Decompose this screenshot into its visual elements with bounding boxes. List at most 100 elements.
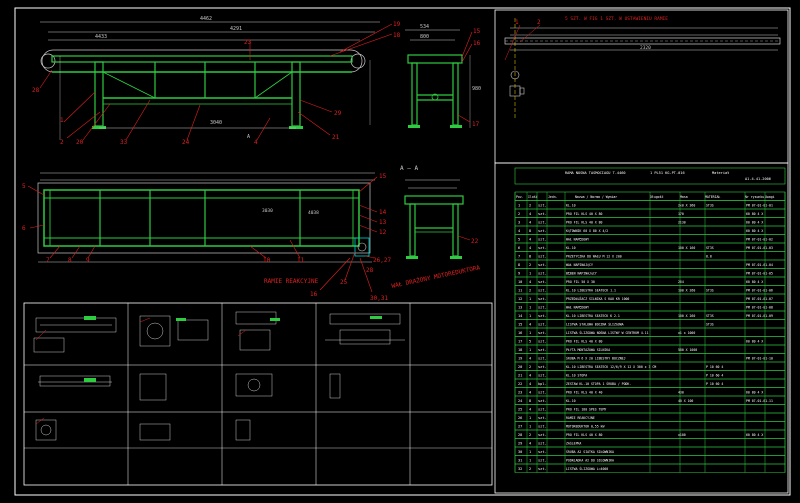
detail-top-title: 5 SZT. W FIG 1 SZT. W USTAWIENIU RAMIE — [565, 16, 668, 22]
parts-cell-length: 100 X 160 — [678, 246, 695, 250]
end-view: 534 800 980 15 16 17 — [405, 24, 481, 128]
parts-cell-pos: 12 — [518, 297, 522, 301]
callout-21: 21 — [332, 134, 340, 141]
parts-cell-qty: 2 — [529, 433, 531, 437]
parts-list-frame — [494, 162, 789, 494]
plan-callout-7: 7 — [46, 257, 50, 264]
parts-cell-length: 100 X 260 — [678, 289, 695, 293]
sheet-frame — [14, 7, 791, 496]
parts-cell-qty: 1 — [529, 459, 531, 463]
parts-cell-drawing: 60 80 4 X — [746, 221, 763, 225]
parts-cell-material: ST3S — [706, 314, 714, 318]
parts-cell-material: 8.8 — [706, 255, 712, 259]
parts-cell-material: P 10 60 4 — [706, 374, 723, 378]
parts-cell-qty: 4 — [529, 408, 531, 412]
detail-callout-2: 2 — [537, 19, 541, 26]
parts-cell-drawing: 60 80 4 X — [746, 280, 763, 284]
parts-cell-material: ST3S — [706, 204, 714, 208]
parts-cell-qty: 1 — [529, 297, 531, 301]
parts-cell-pos: 15 — [518, 323, 522, 327]
parts-cell-pos: 30 — [518, 450, 522, 454]
parts-cell-qty: 4 — [529, 391, 531, 395]
parts-cell-drawing: PM 07-01-01-06 — [746, 289, 773, 293]
parts-cell-pos: 21 — [518, 374, 522, 378]
parts-cell-qty: 2 — [529, 263, 531, 267]
parts-cell-name: PRO FIL KLS 40 X 80 — [566, 340, 603, 344]
plan-callout-8: 8 — [68, 257, 72, 264]
parts-cell-drawing: PM 07-01-01-04 — [746, 263, 773, 267]
parts-cell-pos: 11 — [518, 289, 522, 293]
parts-cell-name: PRO FIL 50 X 30 — [566, 280, 595, 284]
parts-cell-pos: 32 — [518, 467, 522, 471]
plan-callout-5: 5 — [22, 183, 26, 190]
parts-cell-unit: szt. — [538, 272, 547, 276]
parts-colheader-6: MATERIAŁ — [705, 195, 720, 199]
plan-callout-16: 16 — [310, 291, 318, 298]
parts-cell-material: ST3S — [706, 289, 714, 293]
parts-cell-name: ŚRUBA A2 SIATKA SIŁOWNIKA — [566, 449, 614, 454]
parts-cell-unit: szt. — [538, 365, 547, 369]
parts-cell-name: LISTWA STALOWA BOCZNA ŚLIZGOWA — [566, 322, 624, 327]
parts-cell-length: 100 X 260 — [678, 314, 695, 318]
section-aa-label: A – A — [400, 165, 418, 172]
elevation-dim-inner: 4291 — [230, 26, 242, 32]
plan-callout-25: 25 — [340, 279, 348, 286]
parts-cell-pos: 10 — [518, 280, 522, 284]
detail-callout-1: 1 — [515, 19, 519, 26]
parts-cell-drawing: PM 07-01-01-03 — [746, 246, 773, 250]
plan-callout-26-27: 26,27 — [373, 257, 391, 264]
parts-cell-qty: 4 — [529, 280, 531, 284]
parts-cell-pos: 27 — [518, 425, 522, 429]
callout-19: 19 — [393, 21, 401, 28]
parts-cell-qty: 4 — [529, 323, 531, 327]
parts-header-box — [514, 167, 786, 185]
callout-4: 4 — [254, 139, 258, 146]
plan-dim-2: 4038 — [308, 210, 319, 216]
parts-cell-drawing: 60 80 4 X — [746, 212, 763, 216]
parts-colheader-2: Jedn. — [548, 195, 558, 199]
parts-colheader-8: Uwagi — [765, 195, 775, 199]
parts-cell-unit: szt. — [538, 263, 547, 267]
parts-cell-name: KL.10 LIBESTRA SEATECK K 2.1 — [566, 314, 620, 318]
parts-cell-pos: 13 — [518, 306, 522, 310]
parts-cell-unit: szt. — [538, 212, 547, 216]
parts-cell-qty: 4 — [529, 382, 531, 386]
plan-callout-15: 15 — [379, 173, 387, 180]
elevation-dim-left: 4433 — [95, 34, 107, 40]
parts-cell-drawing: PM 07-01-01-05 — [746, 272, 773, 276]
parts-cell-qty: 1 — [529, 348, 531, 352]
end-callout-17: 17 — [472, 121, 480, 128]
callout-2: 2 — [60, 139, 64, 146]
parts-colheader-5: Masa — [680, 195, 688, 199]
parts-cell-name: WAŁ NAPINAJĄCY — [566, 263, 593, 267]
parts-cell-drawing: PM 07-01-01-08 — [746, 306, 773, 310]
parts-cell-pos: 25 — [518, 408, 522, 412]
parts-cell-pos: 20 — [518, 365, 522, 369]
parts-cell-pos: 8 — [518, 263, 520, 267]
plan-callout-10: 10 — [263, 257, 271, 264]
parts-cell-unit: szt. — [538, 229, 547, 233]
label-reaction-arm: RAMIE REAKCYJNE — [264, 278, 319, 285]
parts-cell-qty: 4 — [529, 212, 531, 216]
plan-callout-30-31: 30,31 — [370, 295, 388, 302]
parts-cell-pos: 19 — [518, 357, 522, 361]
plan-callout-14: 14 — [379, 209, 387, 216]
parts-cell-pos: 29 — [518, 442, 522, 446]
parts-cell-drawing: 60 80 4 X — [746, 433, 763, 437]
parts-cell-qty: 8 — [529, 255, 531, 259]
elevation-view: 4462 4291 4433 3040 — [32, 16, 401, 146]
parts-cell-unit: szt. — [538, 314, 547, 318]
detail-sheets-grid — [23, 302, 493, 486]
parts-cell-pos: 23 — [518, 391, 522, 395]
plan-callout-13: 13 — [379, 219, 387, 226]
parts-cell-qty: 1 — [529, 450, 531, 454]
parts-cell-drawing: PM 07-01-01-09 — [746, 314, 773, 318]
label-motor-shaft: WAŁ DRAŻONY MOTOREDUKTORA — [391, 264, 481, 290]
parts-cell-qty: 4 — [529, 442, 531, 446]
parts-cell-qty: 1 — [529, 425, 531, 429]
parts-cell-drawing: PM 07-01-01-02 — [746, 238, 773, 242]
parts-cell-qty: 4 — [529, 221, 531, 225]
parts-cell-name: KL.10 LIBESTRA SEATECK 1.1 — [566, 289, 616, 293]
detail-top-frame — [494, 9, 789, 164]
